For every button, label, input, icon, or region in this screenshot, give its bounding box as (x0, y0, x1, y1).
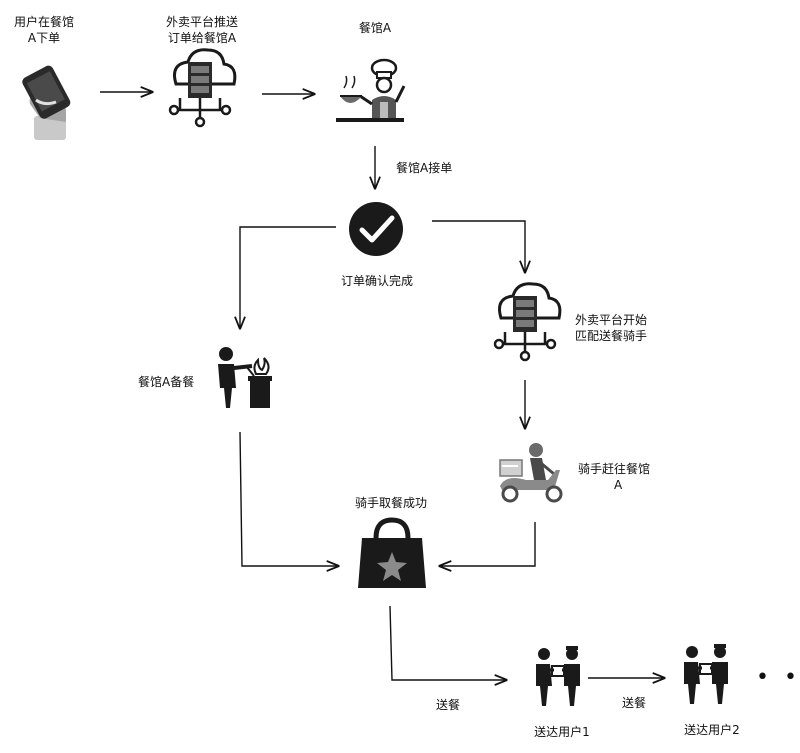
deliver-user1-label: 送达用户1 (534, 725, 590, 739)
cloud-server-icon (493, 282, 562, 362)
accept-order-label: 餐馆A接单 (396, 161, 453, 175)
arrow-confirm-to-prepare (240, 226, 336, 328)
platform-push-label: 外卖平台推送 订单给餐馆A (165, 15, 239, 45)
scooter-rider-icon (499, 443, 563, 503)
deliver-user2-label: 送达用户2 (684, 723, 740, 737)
check-circle-icon (349, 202, 403, 256)
rider-go-label: 骑手赶往餐馆 A (578, 462, 651, 492)
chef-icon (336, 58, 406, 122)
platform-match-label: 外卖平台开始 匹配送餐骑手 (575, 313, 648, 343)
arrow-rider-to-pickup (440, 522, 536, 566)
order-confirm-label: 订单确认完成 (340, 274, 414, 288)
restaurant-prepare-label: 餐馆A备餐 (138, 375, 195, 389)
cooking-person-icon (218, 347, 272, 408)
arrow-confirm-to-platform-match (432, 220, 525, 272)
cloud-server-icon (168, 48, 237, 128)
handover-icon (536, 646, 580, 706)
ellipsis: • • • (756, 665, 800, 690)
arrow-prepare-to-pickup (239, 431, 338, 566)
handover-icon (684, 644, 728, 704)
user-order-label: 用户在餐馆 A下单 (13, 15, 75, 45)
phone-hand-icon (22, 65, 71, 140)
arrow-pickup-to-user1 (389, 605, 506, 680)
deliver-edge-label-2: 送餐 (622, 696, 647, 710)
shopping-bag-star-icon (358, 517, 426, 588)
deliver-edge-label-1: 送餐 (436, 698, 461, 712)
restaurant-label: 餐馆A (358, 21, 392, 35)
pickup-success-label: 骑手取餐成功 (354, 496, 428, 510)
